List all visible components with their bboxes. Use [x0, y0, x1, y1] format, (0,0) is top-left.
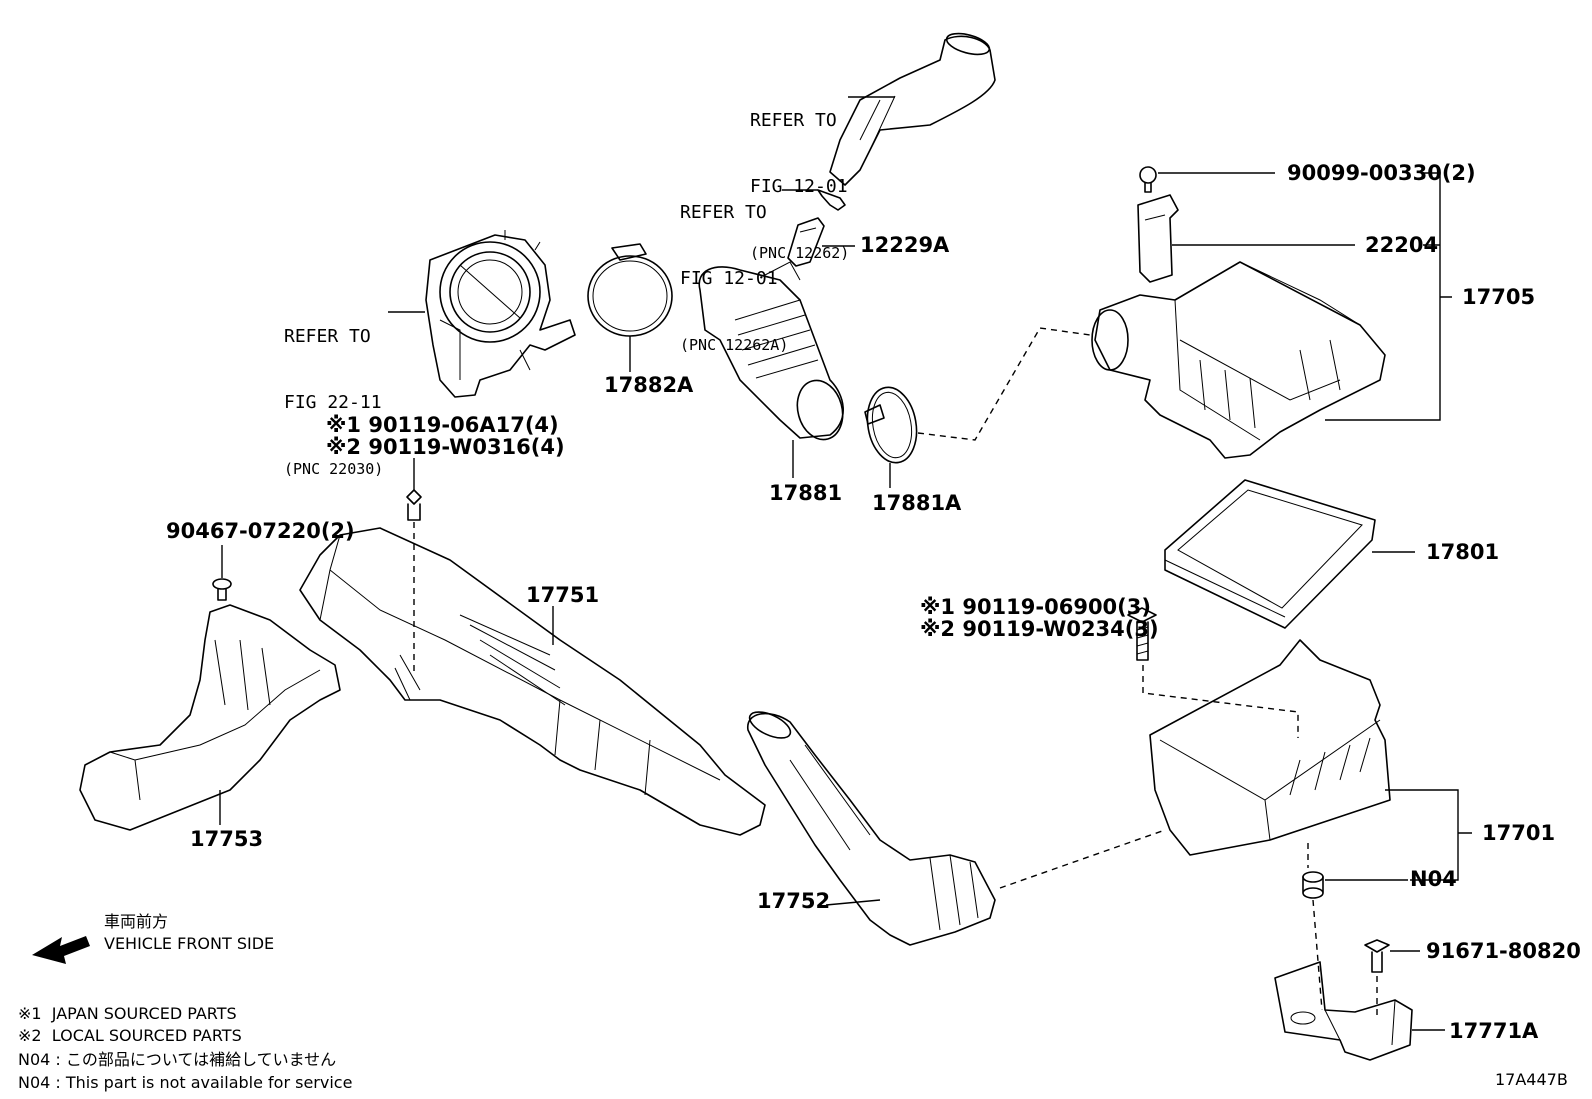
- grommet-n04-drawing: [1302, 871, 1324, 899]
- label-n04: N04: [1410, 867, 1457, 891]
- bracket-17701: [1385, 789, 1472, 881]
- legend-n04-jp: N04 : この部品については補給していません: [18, 1050, 337, 1069]
- hose-17752-drawing: [747, 711, 996, 946]
- legend-n04-en: N04 : This part is not available for ser…: [18, 1073, 353, 1092]
- refer-throttle-line1: REFER TO: [284, 326, 371, 347]
- vehicle-front-jp: 車両前方: [104, 912, 169, 931]
- refer-hose-clip-line2: FIG 12-01: [680, 268, 778, 289]
- sensor-22204-drawing: [1137, 194, 1179, 283]
- refer-throttle: REFER TO FIG 22-11 (PNC 22030): [284, 282, 383, 502]
- air-cleaner-case-drawing: [1149, 639, 1391, 856]
- hose-clip-drawing: [817, 189, 846, 211]
- dash-n04-to-bracket: [1312, 899, 1323, 1011]
- label-17882A: 17882A: [604, 373, 694, 397]
- label-bolt-a-japan: ※1 90119-06A17(4): [326, 413, 559, 437]
- refer-throttle-line2: FIG 22-11: [284, 392, 382, 413]
- legend-japan-sourced: ※1 JAPAN SOURCED PARTS: [18, 1004, 237, 1023]
- label-17881A: 17881A: [872, 491, 962, 515]
- figure-id: 17A447B: [1495, 1070, 1568, 1089]
- dash-17881A-to-cap: [917, 327, 1091, 441]
- label-12229A: 12229A: [860, 233, 950, 257]
- dash-bolt-b: [1142, 665, 1299, 738]
- label-17752: 17752: [757, 889, 831, 913]
- legend-local-sourced: ※2 LOCAL SOURCED PARTS: [18, 1026, 242, 1045]
- refer-hose-clip: REFER TO FIG 12-01 (PNC 12262A): [680, 158, 788, 378]
- clip-90467-drawing: [212, 578, 232, 601]
- label-17753: 17753: [190, 827, 264, 851]
- label-17751: 17751: [526, 583, 600, 607]
- bolt-set-a-drawing: [406, 489, 422, 521]
- refer-hose-upper-line3: (PNC 12262): [750, 244, 850, 262]
- label-17705: 17705: [1462, 285, 1536, 309]
- label-90467-07220: 90467-07220(2): [166, 519, 355, 543]
- air-cleaner-cap-drawing: [1091, 261, 1386, 459]
- clamp-17882A-drawing: [587, 243, 673, 337]
- refer-hose-upper-line2: FIG 12-01: [750, 176, 848, 197]
- vehicle-front-arrow-icon: [32, 936, 90, 964]
- bolt-91671-drawing: [1364, 939, 1390, 973]
- label-bolt-a-local: ※2 90119-W0316(4): [326, 435, 565, 459]
- bolt-set-b-drawing: [1127, 607, 1157, 661]
- bolt-90099-drawing: [1139, 166, 1157, 193]
- refer-hose-clip-line1: REFER TO: [680, 202, 767, 223]
- label-91671-80820: 91671-80820: [1426, 939, 1581, 963]
- label-90099-00330: 90099-00330(2): [1287, 161, 1476, 185]
- clamp-17881A-drawing: [864, 386, 918, 464]
- refer-throttle-line3: (PNC 22030): [284, 460, 384, 478]
- bracket-17705: [1325, 172, 1452, 421]
- inlet-17753-drawing: [79, 604, 341, 831]
- label-17801: 17801: [1426, 540, 1500, 564]
- leader-17752: [825, 899, 881, 906]
- filter-element-drawing: [1164, 479, 1376, 629]
- refer-hose-upper-line1: REFER TO: [750, 110, 837, 131]
- bracket-17771A-drawing: [1274, 961, 1413, 1061]
- throttle-body-drawing: [425, 230, 576, 398]
- hose-17881-drawing: [698, 261, 844, 441]
- refer-hose-upper: REFER TO FIG 12-01 (PNC 12262): [750, 66, 849, 286]
- vehicle-front-en: VEHICLE FRONT SIDE: [104, 934, 275, 953]
- label-bolt-b-japan: ※1 90119-06900(3): [920, 595, 1151, 619]
- label-17881: 17881: [769, 481, 843, 505]
- label-17771A: 17771A: [1449, 1019, 1539, 1043]
- label-22204: 22204: [1365, 233, 1439, 257]
- refer-hose-clip-line3: (PNC 12262A): [680, 336, 789, 354]
- intake-duct-17751-drawing: [299, 527, 766, 836]
- sensor-12229A-drawing: [787, 217, 825, 267]
- label-17701: 17701: [1482, 821, 1556, 845]
- upper-hose-drawing: [829, 32, 996, 186]
- label-bolt-b-local: ※2 90119-W0234(3): [920, 617, 1159, 641]
- dash-17752-to-case: [999, 829, 1166, 889]
